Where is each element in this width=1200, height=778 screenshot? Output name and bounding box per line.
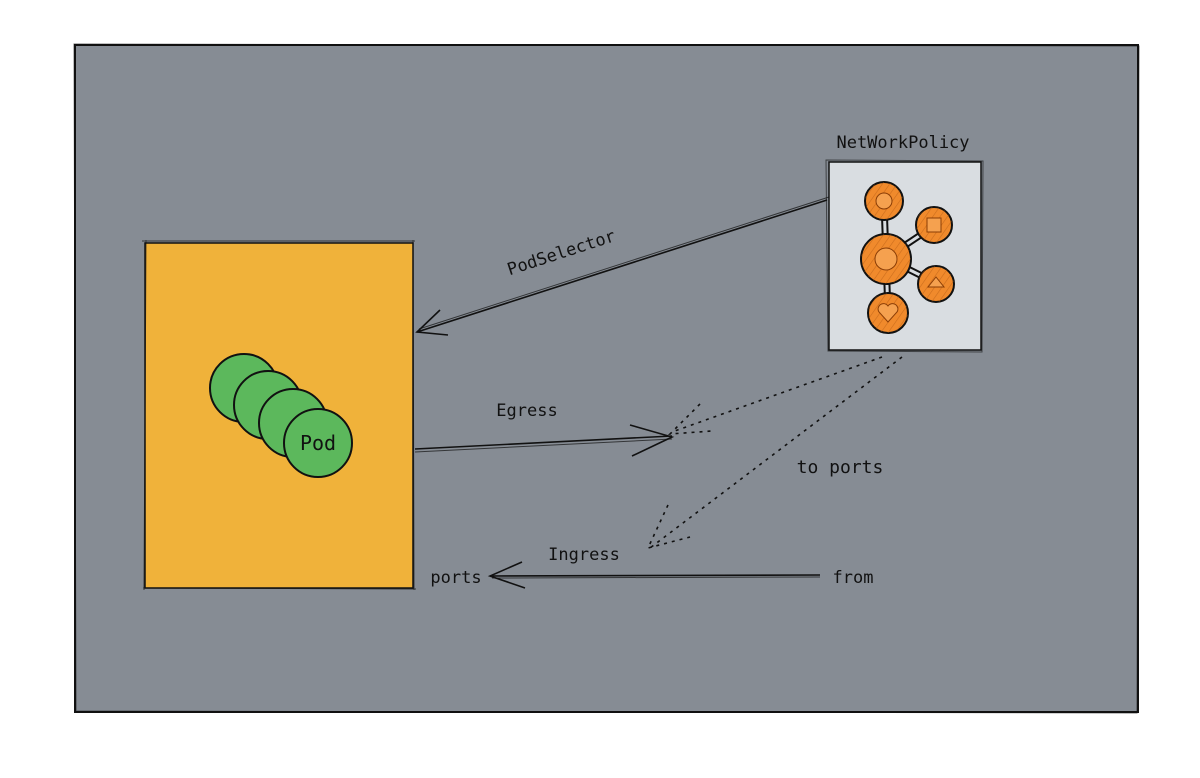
to-ports-label: to ports: [797, 457, 884, 478]
network-policy-card: NetWorkPolicy: [825, 133, 984, 353]
ingress-arrow: Ingress ports from: [430, 545, 874, 589]
from-label: from: [833, 568, 874, 588]
pod-stack-icon: Pod: [209, 353, 353, 478]
egress-arrow: Egress: [414, 401, 675, 457]
network-graph-icon: [860, 181, 955, 334]
to-ports-egress-dotted-arrow: [667, 356, 883, 435]
pod-label: Pod: [300, 431, 336, 455]
egress-label: Egress: [496, 401, 557, 421]
to-ports-ingress-dotted-arrow: to ports: [646, 356, 903, 550]
ports-label: ports: [430, 568, 481, 588]
ingress-label: Ingress: [548, 545, 620, 565]
network-policy-label: NetWorkPolicy: [836, 133, 969, 153]
